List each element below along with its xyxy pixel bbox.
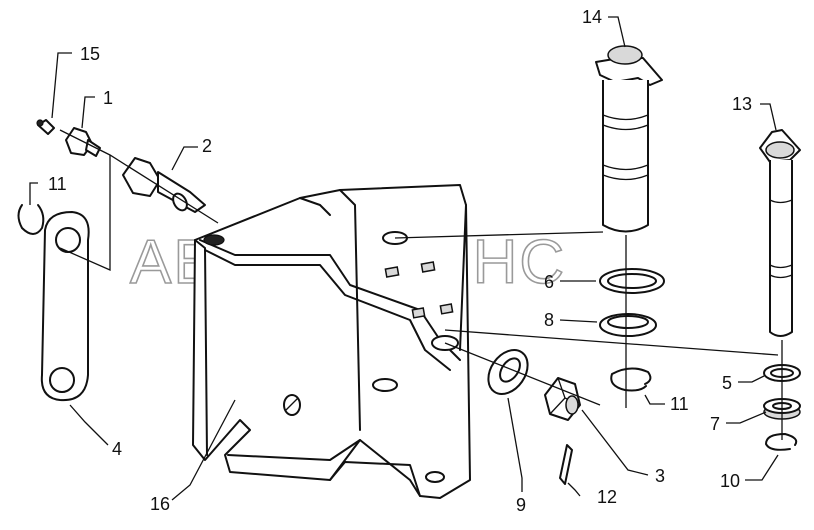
assembly-lines [59,129,783,440]
callout-1: 1 [103,88,113,108]
circlip-10 [765,433,798,451]
circlip-11-right [610,367,652,392]
callout-3: 3 [655,466,665,486]
callout-11-left: 11 [48,174,67,194]
callout-16: 16 [150,494,170,514]
callout-12: 12 [597,487,617,507]
link-plate-4 [40,211,90,402]
callout-8: 8 [544,310,554,330]
callout-2: 2 [202,136,212,156]
callout-6: 6 [544,272,554,292]
nut-3 [544,377,581,421]
pin-13 [759,129,801,337]
callout-14: 14 [582,7,602,27]
washer-6 [599,268,665,294]
callout-5: 5 [722,373,732,393]
cotter-pin-12 [559,444,573,485]
washer-8 [599,313,657,337]
callout-9: 9 [516,495,526,515]
callout-7: 7 [710,414,720,434]
callout-labels: 15 1 2 11 4 16 14 13 6 8 11 5 7 10 3 9 1… [48,7,752,515]
nipple-15 [36,119,55,135]
pin-14 [595,45,663,233]
bolt-2 [122,157,206,213]
callout-13: 13 [732,94,752,114]
bracket-housing [192,184,471,499]
washer-9 [487,349,529,395]
callout-4: 4 [112,439,122,459]
callout-15: 15 [80,44,100,64]
callout-11-right: 11 [670,394,689,414]
callout-10: 10 [720,471,740,491]
callout-leaders [29,16,779,501]
circlip-11-left [17,204,45,235]
grease-fitting-1 [65,127,101,157]
